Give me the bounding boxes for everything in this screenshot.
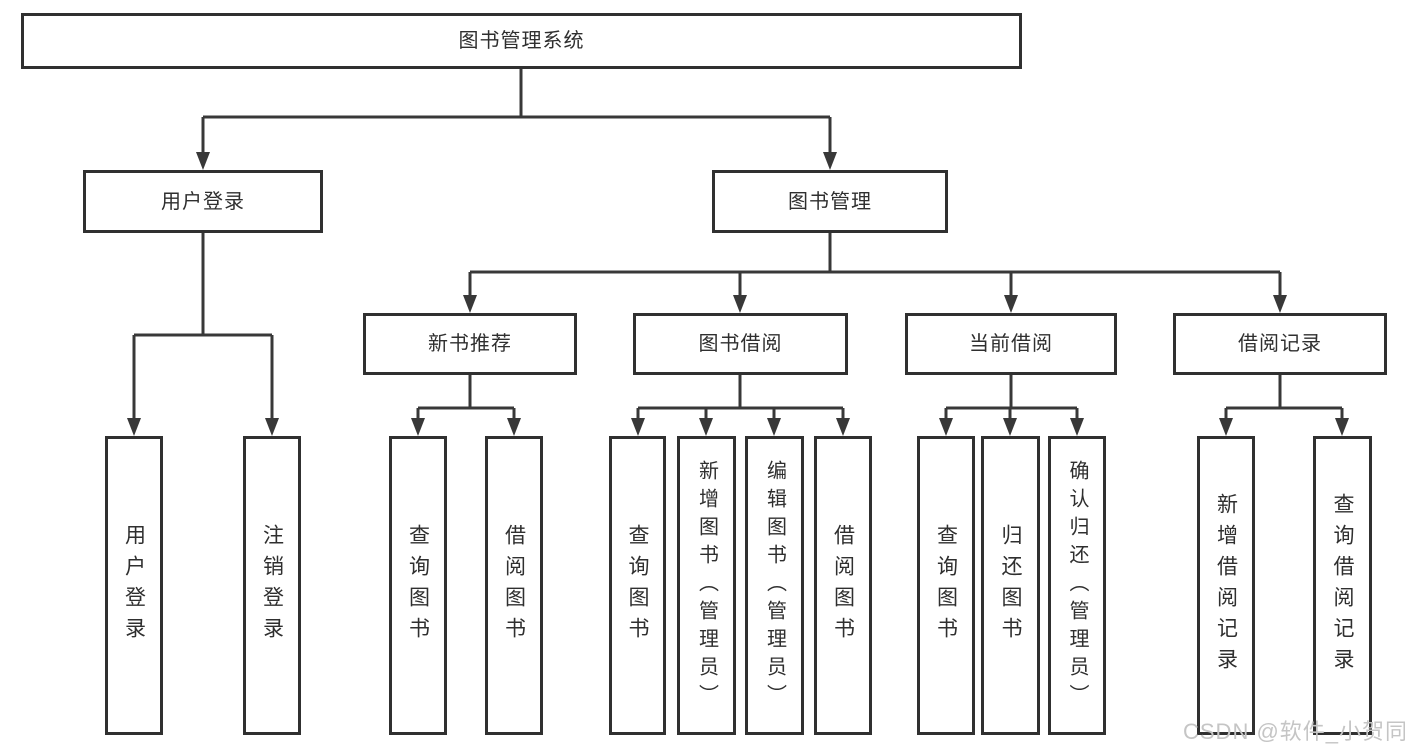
leaf-current-confirm-return-admin: 确认归还（管理员） (1048, 436, 1106, 735)
node-label: 查询借阅记录 (1331, 492, 1354, 679)
arrowheads (127, 152, 1349, 436)
node-borrow-records: 借阅记录 (1173, 313, 1387, 375)
node-label: 图书借阅 (698, 333, 783, 355)
node-new-book-recommend: 新书推荐 (363, 313, 577, 375)
node-book-borrow: 图书借阅 (633, 313, 848, 375)
leaf-current-return-book: 归还图书 (981, 436, 1040, 735)
node-label: 查询图书 (406, 523, 430, 648)
node-label: 新书推荐 (428, 333, 512, 355)
node-label: 查询图书 (934, 523, 958, 648)
node-label: 借阅记录 (1238, 333, 1322, 355)
node-book-management: 图书管理 (712, 170, 948, 233)
node-label: 当前借阅 (969, 333, 1053, 355)
node-label: 注销登录 (260, 523, 284, 648)
leaf-borrow-edit-book-admin: 编辑图书（管理员） (745, 436, 804, 735)
node-label: 借阅图书 (502, 523, 526, 648)
leaf-borrow-borrow-book: 借阅图书 (814, 436, 872, 735)
csdn-watermark: CSDN @软件_小贺同学 (1183, 719, 1405, 744)
leaf-borrow-add-book-admin: 新增图书（管理员） (677, 436, 736, 735)
node-label: 归还图书 (999, 523, 1022, 648)
node-label: 确认归还（管理员） (1066, 459, 1088, 712)
leaf-login-user-login: 用户登录 (105, 436, 163, 735)
node-label: 图书管理系统 (458, 30, 585, 52)
node-label: 新增图书（管理员） (695, 459, 718, 712)
leaf-borrow-query-book: 查询图书 (609, 436, 666, 735)
leaf-recommend-query-book: 查询图书 (389, 436, 447, 735)
node-label: 新增借阅记录 (1214, 492, 1238, 679)
leaf-recommend-borrow-book: 借阅图书 (485, 436, 543, 735)
node-label: 借阅图书 (831, 523, 855, 648)
leaf-records-query-record: 查询借阅记录 (1313, 436, 1372, 735)
node-label: 用户登录 (161, 190, 245, 213)
node-label: 用户登录 (122, 523, 146, 648)
leaf-login-logout: 注销登录 (243, 436, 301, 735)
node-user-login: 用户登录 (83, 170, 323, 233)
leaf-records-add-record: 新增借阅记录 (1197, 436, 1255, 735)
node-root: 图书管理系统 (21, 13, 1022, 69)
leaf-current-query-book: 查询图书 (917, 436, 975, 735)
connector-paths (132, 69, 1344, 420)
node-current-borrow: 当前借阅 (905, 313, 1117, 375)
node-label: 查询图书 (626, 523, 649, 648)
node-label: 编辑图书（管理员） (763, 459, 786, 712)
node-label: 图书管理 (788, 190, 872, 213)
